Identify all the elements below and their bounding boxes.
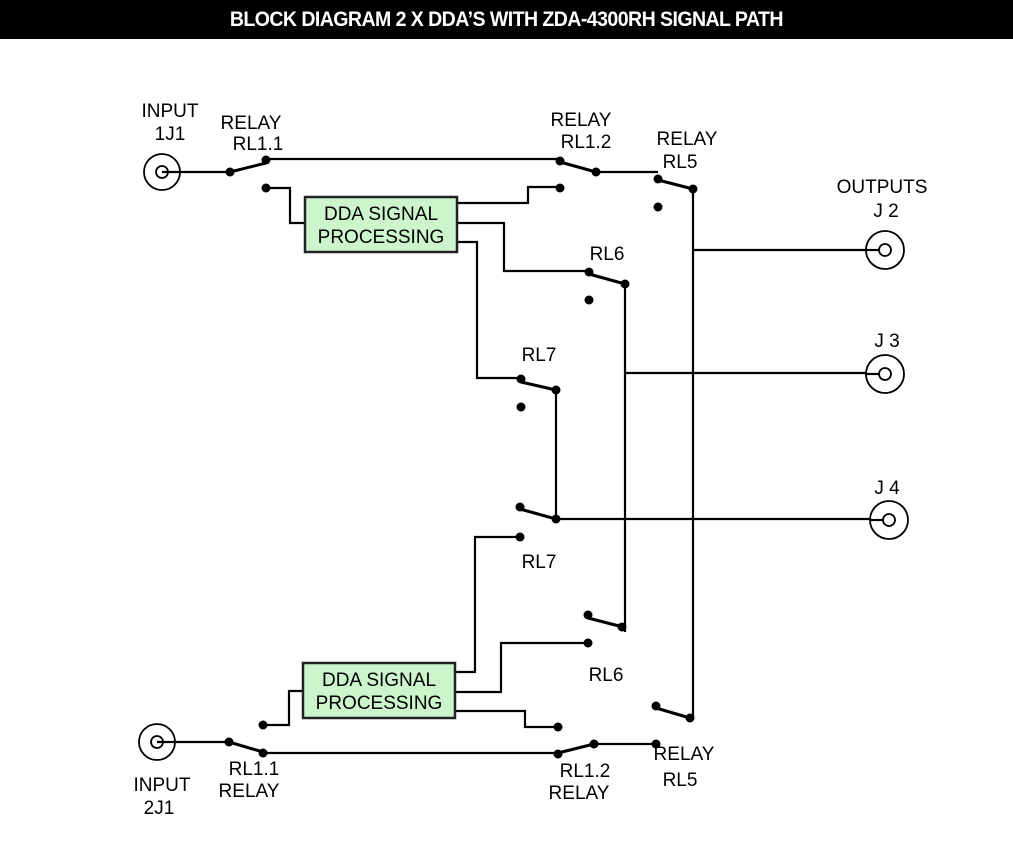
dda-block-line2: PROCESSING [318, 227, 445, 248]
contact-dot [583, 638, 593, 648]
contact-dot [620, 279, 630, 289]
contact-dot [258, 748, 268, 758]
contact-dots [224, 155, 698, 759]
rl1-2-top-label-line2: RL1.2 [561, 132, 612, 153]
blade-rl5-bottom [655, 706, 691, 720]
contact-dot [584, 295, 594, 305]
output-j2-label: J 2 [873, 201, 898, 222]
contact-dot [515, 502, 525, 512]
rl1-2-bottom-label-line2: RELAY [549, 783, 610, 804]
rl5-top-label-line2: RL5 [663, 152, 698, 173]
contact-dot [555, 156, 565, 166]
input-1-label-line1: INPUT [142, 101, 199, 122]
contact-dot [553, 722, 563, 732]
contact-dot [685, 713, 695, 723]
contact-dot [651, 701, 661, 711]
contact-dot [688, 184, 698, 194]
contact-dot [617, 622, 627, 632]
contact-dot [653, 174, 663, 184]
rl7-top-label: RL7 [522, 345, 557, 366]
contact-dot [258, 720, 268, 730]
rl5-bottom-label-line1: RELAY [654, 744, 715, 765]
input-2-label-line2: 2J1 [144, 798, 175, 819]
contact-dot [653, 202, 663, 212]
rl5-bottom-label-line2: RL5 [663, 770, 698, 791]
rl5-top-label-line1: RELAY [657, 129, 718, 150]
contact-dot [551, 514, 561, 524]
dda-block-line2: PROCESSING [316, 693, 443, 714]
blade-rl1-2-bottom [557, 742, 595, 755]
output-j4-label: J 4 [874, 478, 900, 499]
blade-rl7-bottom [519, 507, 557, 521]
rl1-2-bottom-label-line1: RL1.2 [560, 761, 611, 782]
dda-block-line1: DDA SIGNAL [322, 670, 436, 691]
contact-dot [516, 402, 526, 412]
wire-dda2-out-a [455, 535, 520, 674]
blade-rl1-2-top [559, 160, 597, 174]
rl7-bottom-label: RL7 [522, 552, 557, 573]
output-jack-j2 [865, 230, 905, 270]
contact-dot [261, 183, 271, 193]
blade-rl7-top [520, 380, 557, 392]
connector-inner-icon [878, 243, 892, 257]
relay-blades [228, 160, 694, 755]
contact-dot [516, 374, 526, 384]
rl1-1-bottom-label-line2: RELAY [219, 781, 280, 802]
contact-dot [584, 267, 594, 277]
contact-dot [555, 183, 565, 193]
rl6-bottom-label: RL6 [589, 665, 624, 686]
output-jack-j4 [869, 500, 909, 540]
wires [158, 157, 888, 755]
input-2-label-line1: INPUT [134, 775, 191, 796]
contact-dot [583, 610, 593, 620]
dda-block-line1: DDA SIGNAL [324, 204, 438, 225]
dda-block-top: DDA SIGNAL PROCESSING [303, 195, 459, 254]
dda-block-rect [301, 661, 457, 720]
input-jack-2j1 [138, 723, 176, 761]
contact-dot [515, 532, 525, 542]
blade-rl6-top [588, 272, 626, 286]
title-bar: BLOCK DIAGRAM 2 X DDA’S WITH ZDA-4300RH … [0, 0, 1013, 39]
input-jack-1j1 [143, 153, 181, 191]
contact-dot [551, 385, 561, 395]
rl1-1-top-label-line1: RELAY [221, 113, 282, 134]
wire-dda1-out-a [457, 185, 560, 205]
rl1-2-top-label-line1: RELAY [551, 110, 612, 131]
contact-dot [224, 737, 234, 747]
diagram-title: BLOCK DIAGRAM 2 X DDA’S WITH ZDA-4300RH … [229, 7, 784, 31]
contact-dot [225, 167, 235, 177]
contact-dot [651, 739, 661, 749]
wire-dda2-out-c [455, 709, 558, 729]
outputs-header: OUTPUTS [837, 177, 928, 198]
rl6-top-label: RL6 [590, 244, 625, 265]
contact-dot [589, 739, 599, 749]
dda-block-rect [303, 195, 459, 254]
rl1-1-bottom-label-line1: RL1.1 [229, 759, 280, 780]
blade-rl5-top [657, 178, 694, 191]
contact-dot [261, 155, 271, 165]
output-j3-label: J 3 [874, 331, 899, 352]
labels: INPUT 1J1 RELAY RL1.1 RELAY RL1.2 RELAY … [134, 101, 928, 819]
connector-inner-icon [878, 367, 892, 381]
rl1-1-top-label-line2: RL1.1 [233, 134, 284, 155]
wire-rl1-1b-to-dda2 [263, 689, 303, 727]
contact-dot [591, 167, 601, 177]
blade-rl1-1-bottom [228, 740, 264, 754]
wire-dda1-out-c [457, 240, 521, 380]
wire-dda2-out-b [455, 641, 588, 694]
output-jack-j3 [865, 354, 905, 394]
blade-rl1-1-top [229, 161, 267, 174]
input-1-label-line2: 1J1 [155, 124, 186, 145]
blade-rl6-bottom [587, 616, 624, 629]
dda-block-bottom: DDA SIGNAL PROCESSING [301, 661, 457, 720]
contact-dot [553, 749, 563, 759]
wire-dda1-out-b [457, 221, 589, 273]
wire-rl1-1-to-dda1 [266, 186, 305, 225]
connector-inner-icon [882, 513, 896, 527]
